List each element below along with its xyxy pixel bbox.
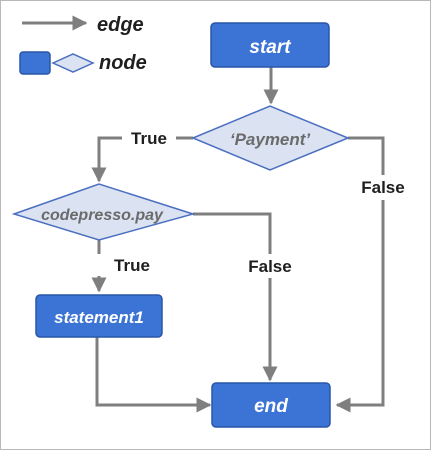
- codepresso-false-label: False: [248, 257, 291, 276]
- start-box[interactable]: [210, 22, 330, 68]
- node-statement1[interactable]: statement1: [35, 294, 163, 338]
- end-label: end: [254, 396, 288, 417]
- legend-edge-label: edge: [97, 14, 144, 36]
- edge-labels: True False True False: [114, 129, 405, 276]
- node-payment[interactable]: ‘Payment’: [191, 105, 350, 171]
- statement1-label: statement1: [54, 308, 144, 327]
- edges: [91, 67, 385, 413]
- payment-label: ‘Payment’: [230, 130, 311, 149]
- legend: edge node: [19, 14, 147, 75]
- statement1-box[interactable]: [35, 294, 163, 338]
- start-label: start: [249, 37, 291, 58]
- node-end[interactable]: end: [211, 382, 331, 428]
- codepresso-diamond[interactable]: [11, 183, 196, 241]
- legend-process-icon: [19, 51, 51, 75]
- edge-payment-false-segment-b: [335, 200, 385, 413]
- edge-codepresso-false-segment-a: [193, 212, 272, 254]
- payment-diamond[interactable]: [191, 105, 350, 171]
- legend-decision-icon: [51, 53, 95, 73]
- codepresso-label: codepresso.pay: [41, 207, 164, 224]
- edge-payment-true-segment-b: [91, 136, 122, 183]
- end-box[interactable]: [211, 382, 331, 428]
- payment-false-label: False: [361, 178, 404, 197]
- codepresso-true-label: True: [114, 256, 150, 275]
- node-start[interactable]: start: [210, 22, 330, 68]
- payment-true-label: True: [131, 129, 167, 148]
- legend-node-label: node: [99, 52, 147, 74]
- edge-statement1-to-end: [95, 337, 212, 413]
- node-codepresso[interactable]: codepresso.pay: [11, 183, 196, 241]
- edge-payment-false-segment-a: [348, 136, 385, 175]
